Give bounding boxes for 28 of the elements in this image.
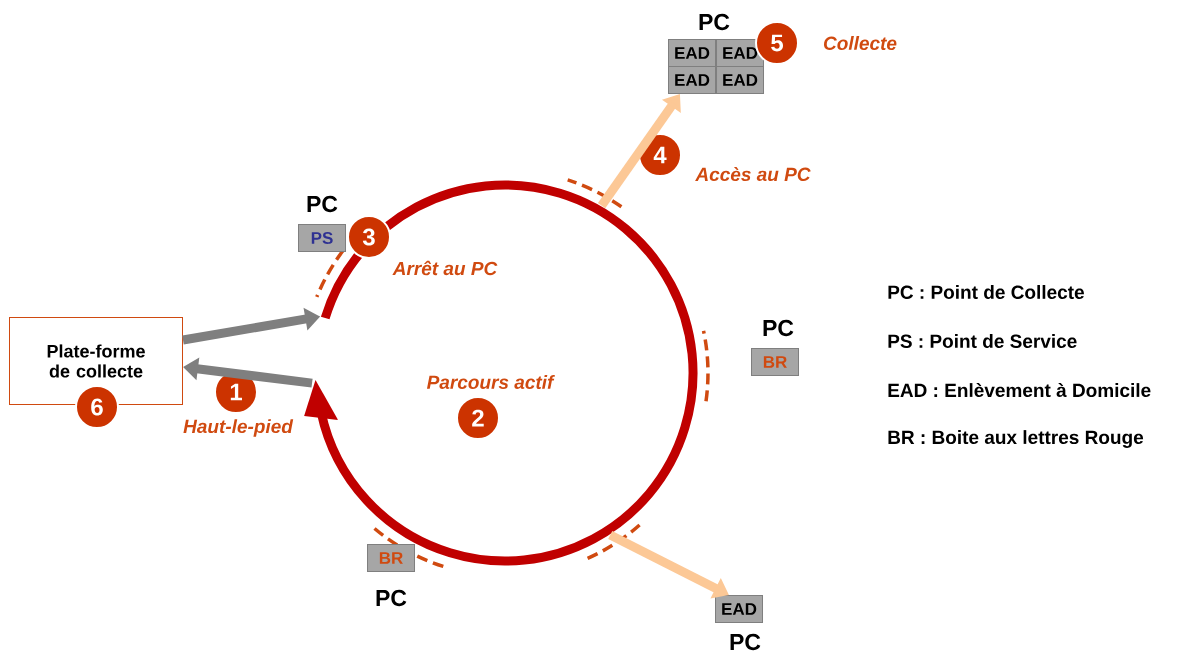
collection-point-box: EAD (716, 66, 764, 94)
collection-point-box: EAD (668, 39, 716, 67)
legend-entry: PC : Point de Collecte (888, 285, 1084, 299)
step-label: Accès au PC (695, 166, 811, 182)
point-label: PC (699, 13, 730, 31)
collection-point-box: EAD (668, 66, 716, 94)
collection-point-box: BR (751, 348, 799, 376)
legend-entry: PS : Point de Service (888, 334, 1077, 348)
step-number: 4 (638, 133, 682, 177)
step-label: Haut-le-pied (183, 419, 294, 437)
point-label: PC (376, 589, 407, 607)
step-number: 2 (456, 396, 500, 440)
collection-point-box: PS (298, 224, 346, 252)
collection-point-box: BR (367, 544, 415, 572)
step-number: 1 (214, 370, 258, 414)
collection-point-box: EAD (716, 39, 764, 67)
step-label: Parcours actif (426, 375, 555, 389)
collection-point-box: EAD (715, 595, 763, 623)
point-label: PC (730, 633, 761, 651)
legend-entry: BR : Boite aux lettres Rouge (888, 430, 1144, 448)
arrow (597, 94, 681, 209)
legend-entry: EAD : Enlèvement à Domicile (888, 382, 1151, 398)
step-label: Arrêt au PC (392, 260, 498, 276)
route-ring (304, 180, 698, 566)
point-label: PC (763, 319, 794, 337)
step-number: 6 (75, 385, 119, 429)
point-label: PC (307, 195, 338, 213)
step-label: Collecte (824, 36, 897, 50)
